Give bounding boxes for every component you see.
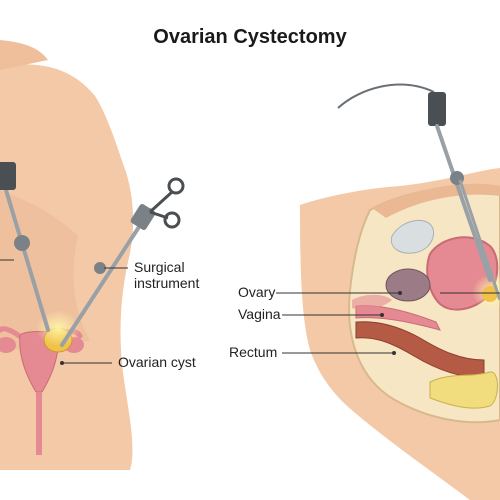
scope-shaft-right	[435, 124, 492, 282]
ovarian-cyst-pointer-dot	[60, 361, 64, 365]
vagina-canal	[355, 305, 441, 331]
ovarian-cyst-side	[482, 286, 498, 302]
vagina-label: Vagina	[238, 306, 281, 322]
scope-trocar	[14, 235, 30, 251]
intestine	[429, 371, 498, 409]
pelvic-muscle	[352, 294, 392, 310]
instrument-ring-side	[163, 211, 181, 229]
instrument-trocar	[94, 262, 106, 274]
instrument-ring-top	[167, 177, 185, 195]
surgical-instrument-label-line2: instrument	[134, 275, 199, 291]
instrument-handle	[148, 190, 174, 220]
rectum	[355, 321, 485, 379]
ovary-pointer-dot	[398, 291, 402, 295]
scope-head	[0, 162, 16, 190]
ovary	[385, 268, 431, 302]
vagina-pointer-dot	[380, 313, 384, 317]
ovarian-cyst-label: Ovarian cyst	[118, 354, 196, 370]
cervix-canal	[36, 392, 42, 455]
surgical-instrument	[60, 177, 185, 347]
scope-shaft	[4, 188, 50, 332]
neck	[0, 40, 48, 70]
bladder	[390, 220, 434, 254]
rectum-pointer-dot	[392, 351, 396, 355]
instrument-shaft	[60, 208, 152, 347]
scope-cable	[337, 83, 435, 109]
scope-head-right	[428, 92, 446, 126]
ovary-left	[0, 337, 16, 353]
laparoscope-left	[0, 162, 50, 332]
rectum-label: Rectum	[229, 344, 277, 360]
torso-back-view	[0, 40, 134, 470]
pelvis-cross-section	[300, 168, 500, 500]
abdominal-wall	[372, 183, 500, 218]
scope-second-shaft	[458, 179, 500, 301]
ovary-label: Ovary	[238, 284, 275, 300]
laparoscope-right	[337, 83, 500, 301]
surgical-instrument-label: Surgical	[134, 259, 185, 275]
instrument-body	[130, 204, 156, 230]
diagram-title: Ovarian Cystectomy	[153, 26, 347, 48]
torso-shadow	[0, 190, 90, 350]
